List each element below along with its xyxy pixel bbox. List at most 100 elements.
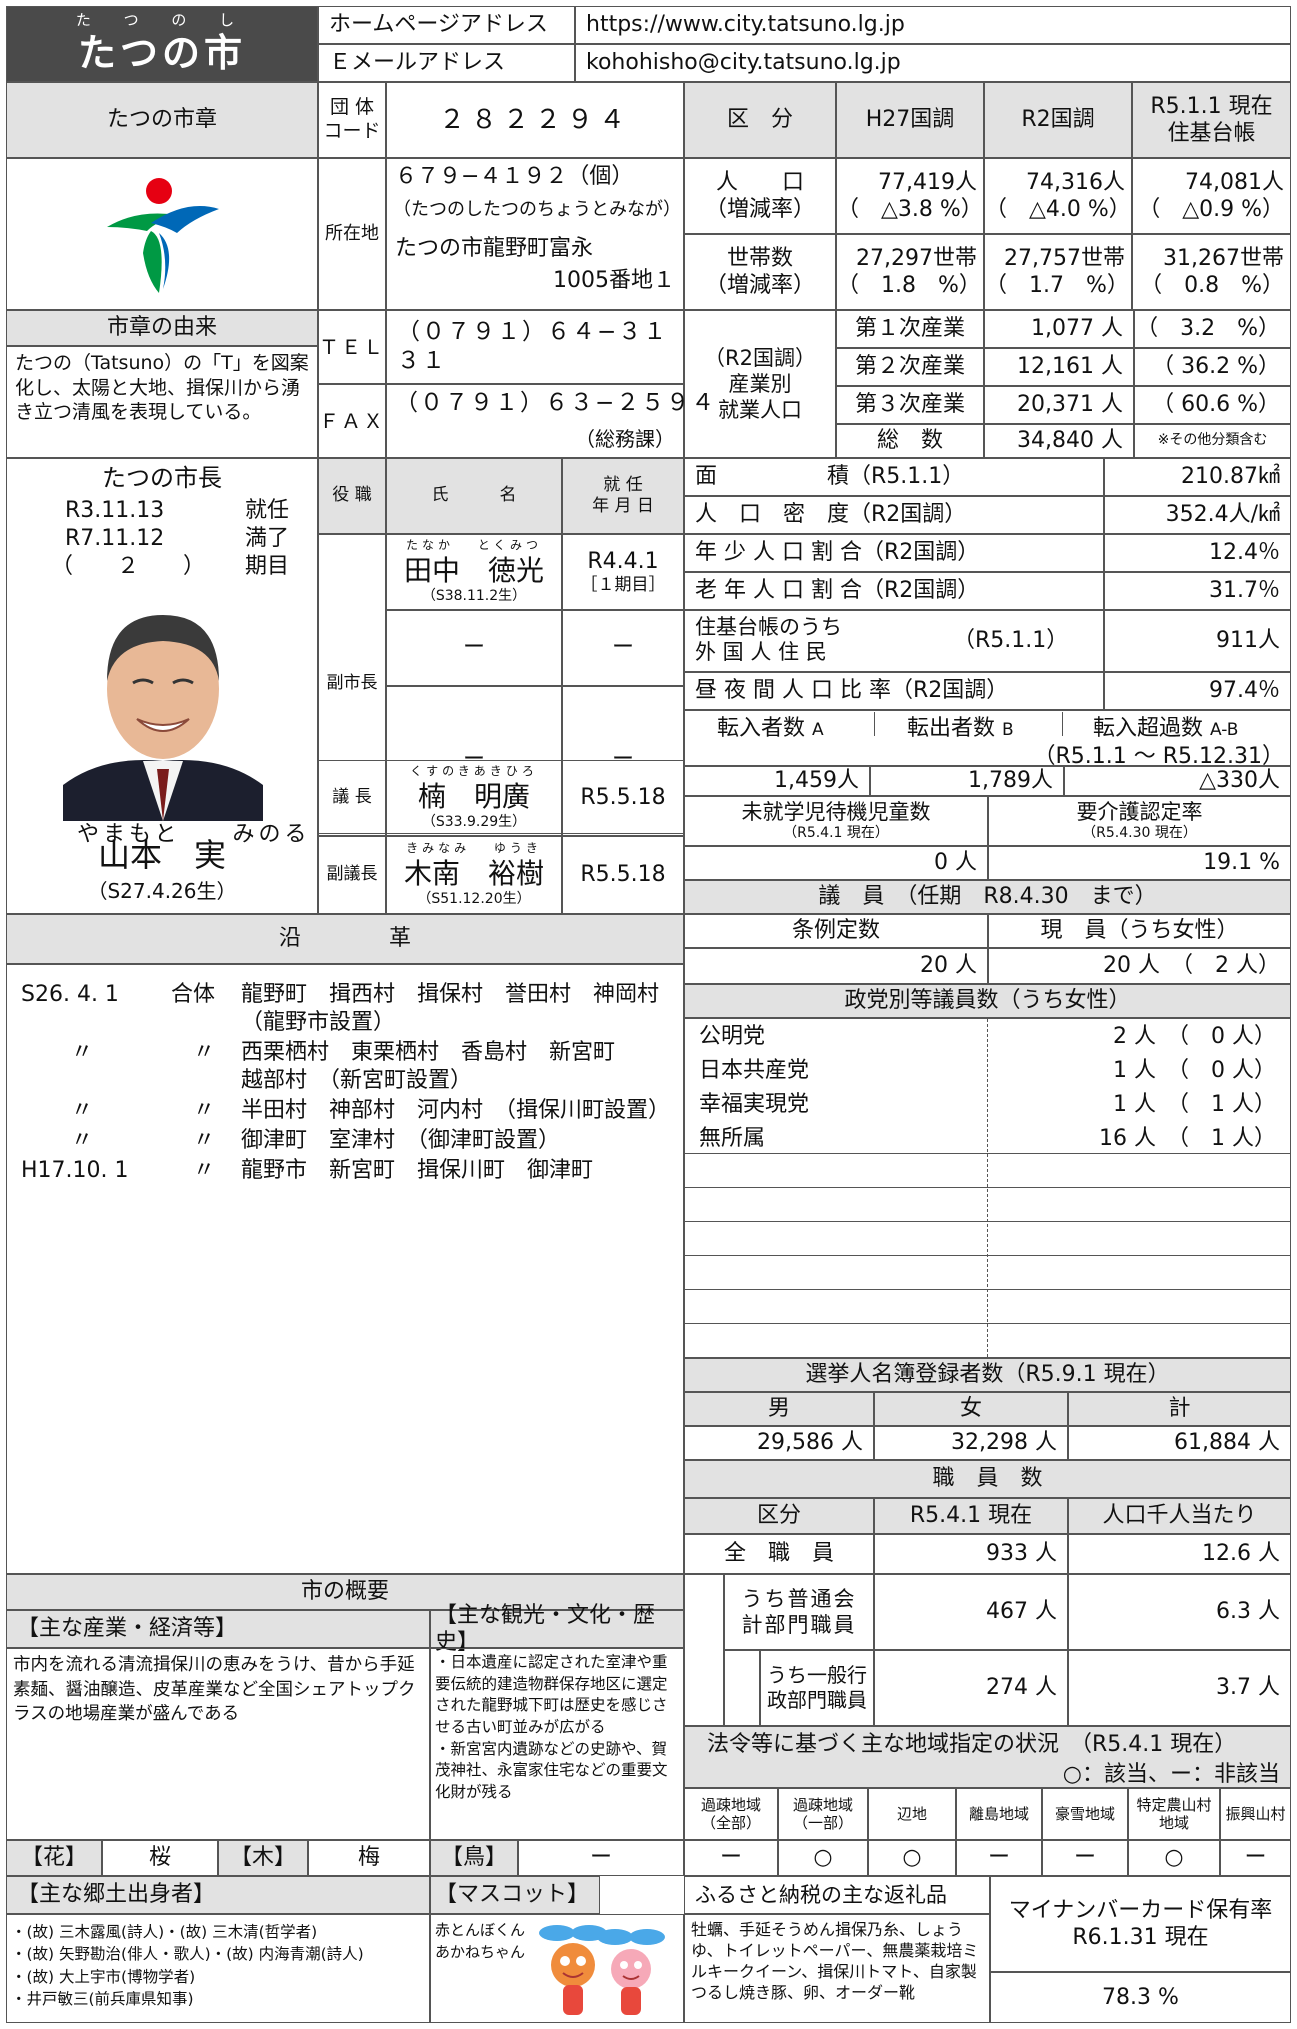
staff-admin-rate: 3.7 人 xyxy=(1068,1650,1291,1726)
hh-r2: 27,757世帯 （ 1.7 %） xyxy=(984,234,1132,310)
migration-net-text: 転入超過数 xyxy=(1093,716,1204,741)
emp-total-label: 総 数 xyxy=(836,424,984,458)
history-5-date: H17.10. 1 xyxy=(21,1158,129,1183)
electors-total: 61,884 人 xyxy=(1068,1426,1291,1460)
mayor-term: （ ２ ） xyxy=(51,554,206,579)
council-current-label: 現 員（うち女性） xyxy=(988,914,1291,948)
mayor-start-date: R3.11.13 xyxy=(65,498,165,523)
mynumber-header: マイナンバーカード保有率 R6.1.31 現在 xyxy=(990,1876,1291,1972)
code-label: 団 体 コード xyxy=(318,82,386,158)
stat-foreign-value: 911人 xyxy=(1104,610,1291,672)
vicechair-born: （S51.12.20生） xyxy=(417,891,531,908)
history-1-kind: 合体 xyxy=(171,982,216,1007)
migration-out-value: 1,789人 xyxy=(870,766,1064,796)
tel-label: ＴＥＬ xyxy=(318,310,386,384)
hh-r2-rate: （ 1.7 %） xyxy=(985,273,1129,298)
waitlist-label: 未就学児待機児童数 xyxy=(741,800,931,825)
people-3: ・(故) 大上宇市(博物学者) xyxy=(11,1967,196,1986)
region-value-2: ○ xyxy=(778,1840,868,1876)
mayor-name: 山本 実 xyxy=(97,836,226,874)
waitlist-date: （R5.4.1 現在） xyxy=(783,825,889,842)
vicechair-label: 副議長 xyxy=(318,836,386,914)
history-2-kind: 〃 xyxy=(193,1040,216,1065)
address-label: 所在地 xyxy=(318,158,386,310)
stat-daynight-label: 昼 夜 間 人 口 比 率（R2国調） xyxy=(684,672,1104,710)
hh-h27: 27,297世帯 （ 1.8 %） xyxy=(836,234,984,310)
history-2-text: 西栗栖村 東栗栖村 香島村 新宮町 xyxy=(241,1040,616,1065)
migration-divider-2 xyxy=(1062,712,1063,736)
vice2-date: ー xyxy=(562,610,684,686)
care-header: 要介護認定率 （R5.4.30 現在） xyxy=(988,796,1291,846)
history-4-kind: 〃 xyxy=(193,1128,216,1153)
pop-header-r5: R5.1.1 現在 住基台帳 xyxy=(1132,82,1291,158)
party-1-name: 公明党 xyxy=(699,1024,766,1049)
region-header-6: 特定農山村 地域 xyxy=(1128,1788,1220,1840)
tourism-title: 【主な観光・文化・歴史】 xyxy=(430,1603,684,1655)
tree-label: 【木】 xyxy=(218,1840,308,1876)
flower-value: 桜 xyxy=(102,1840,218,1876)
care-value: 19.1 % xyxy=(988,846,1291,880)
mayor-end-date: R7.11.12 xyxy=(65,526,165,551)
electors-female: 32,298 人 xyxy=(874,1426,1068,1460)
region-header-3: 辺地 xyxy=(868,1788,956,1840)
mayor-end-label: 満了 xyxy=(245,526,290,551)
history-1-sub: （龍野市設置） xyxy=(241,1010,396,1035)
tel-value[interactable]: （０７９１）６４−３１３１ xyxy=(386,310,684,384)
emp-row2-rate: （ 36.2 %） xyxy=(1134,348,1291,386)
council-title: 議 員 （任期 R8.4.30 まで） xyxy=(684,880,1291,914)
electors-header-total: 計 xyxy=(1068,1392,1291,1426)
pop-header-r2: R2国調 xyxy=(984,82,1132,158)
history-5-kind: 〃 xyxy=(193,1158,216,1183)
hh-r5-rate: （ 0.8 %） xyxy=(1140,273,1284,298)
care-label: 要介護認定率 xyxy=(1076,800,1203,825)
email-address[interactable]: kohohisho@city.tatsuno.lg.jp xyxy=(575,44,1291,82)
history-4-text: 御津町 室津村 （御津町設置） xyxy=(241,1128,561,1153)
staff-general-label: うち普通会 計部門職員 xyxy=(724,1574,874,1650)
people-list: ・(故) 三木露風(詩人)・(故) 三木清(哲学者) ・(故) 矢野勘治(俳人・… xyxy=(6,1914,430,2023)
emp-row3-count: 20,371 人 xyxy=(984,386,1134,424)
region-value-1: ー xyxy=(684,1840,778,1876)
overview-title: 市の概要 xyxy=(6,1574,684,1610)
people-4: ・井戸敏三(前兵庫県知事) xyxy=(11,1990,194,2009)
staff-header-count: R5.4.1 現在 xyxy=(874,1498,1068,1534)
pop-h27: 77,419人 （ △3.8 %） xyxy=(836,158,984,234)
history-5-text: 龍野市 新宮町 揖保川町 御津町 xyxy=(241,1158,594,1183)
staff-all: 933 人 xyxy=(874,1534,1068,1574)
waitlist-value: 0 人 xyxy=(684,846,988,880)
vice1-term: ［１期目］ xyxy=(580,575,666,596)
furusato-text: 牡蠣、手延そうめん揖保乃糸、しょうゆ、トイレットペーパー、無農薬栽培ミルキークイ… xyxy=(684,1914,990,2023)
party-1-count: 2 人 （ 0 人） xyxy=(1113,1024,1276,1049)
emp-total-count: 34,840 人 xyxy=(984,424,1134,458)
employment-label: （R2国調） 産業別 就業人口 xyxy=(684,310,836,458)
emblem-origin-title: 市章の由来 xyxy=(6,310,318,346)
flower-label: 【花】 xyxy=(6,1840,102,1876)
staff-all-rate: 12.6 人 xyxy=(1068,1534,1291,1574)
region-value-7: ー xyxy=(1220,1840,1291,1876)
electors-header-male: 男 xyxy=(684,1392,874,1426)
mascot-title: 【マスコット】 xyxy=(430,1876,600,1914)
pop-r5: 74,081人 （ △0.9 %） xyxy=(1132,158,1291,234)
code-value: ２８２２９４ xyxy=(386,82,684,158)
homepage-url[interactable]: https://www.city.tatsuno.lg.jp xyxy=(575,6,1291,44)
migration-net-value: △330人 xyxy=(1064,766,1291,796)
fax-box: （０７９１）６３−２５９４ （総務課） xyxy=(386,384,714,458)
history-title: 沿 革 xyxy=(6,914,684,964)
hh-r5-value: 31,267世帯 xyxy=(1163,245,1284,271)
staff-header-rate: 人口千人当たり xyxy=(1068,1498,1291,1534)
bird-label: 【鳥】 xyxy=(430,1840,518,1876)
staff-admin-label: うち一般行 政部門職員 xyxy=(760,1650,874,1726)
pop-header-h27: H27国調 xyxy=(836,82,984,158)
region-header-2: 過疎地域 （一部） xyxy=(778,1788,868,1840)
mascot-box: 赤とんぼくん あかねちゃん xyxy=(430,1914,684,2023)
migration-period: （R5.1.1 ～ R5.12.31） xyxy=(1033,744,1284,769)
party-2-name: 日本共産党 xyxy=(699,1058,810,1083)
chair-date: R5.5.18 xyxy=(562,760,684,836)
emblem-title: たつの市章 xyxy=(6,82,318,158)
electors-title: 選挙人名簿登録者数（R5.9.1 現在） xyxy=(684,1358,1291,1392)
party-4-count: 16 人 （ 1 人） xyxy=(1099,1126,1276,1151)
party-3-name: 幸福実現党 xyxy=(699,1092,810,1117)
vice1-date: R4.4.1 xyxy=(587,548,659,574)
history-3-text: 半田村 神部村 河内村 （揖保川町設置） xyxy=(241,1098,671,1123)
mayor-term-label: 期目 xyxy=(245,554,290,579)
email-label: Ｅメールアドレス xyxy=(318,44,575,82)
